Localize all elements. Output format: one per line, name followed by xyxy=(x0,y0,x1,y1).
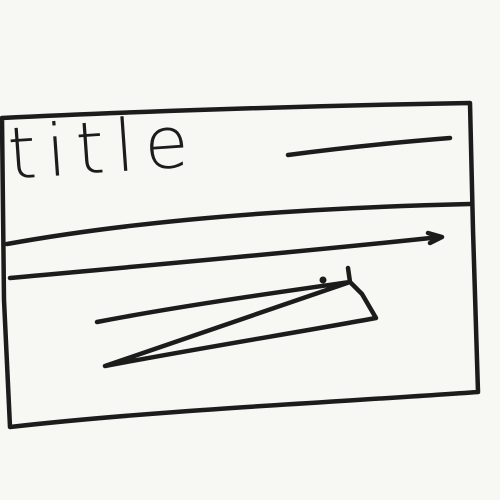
window-frame xyxy=(0,100,481,430)
cursor-dot xyxy=(319,276,327,284)
window-title: title xyxy=(5,98,202,196)
title-placeholder-line xyxy=(285,135,453,158)
button-outline xyxy=(94,265,379,369)
header-divider xyxy=(4,201,473,247)
action-button[interactable] xyxy=(100,280,375,365)
content-line xyxy=(7,230,445,281)
